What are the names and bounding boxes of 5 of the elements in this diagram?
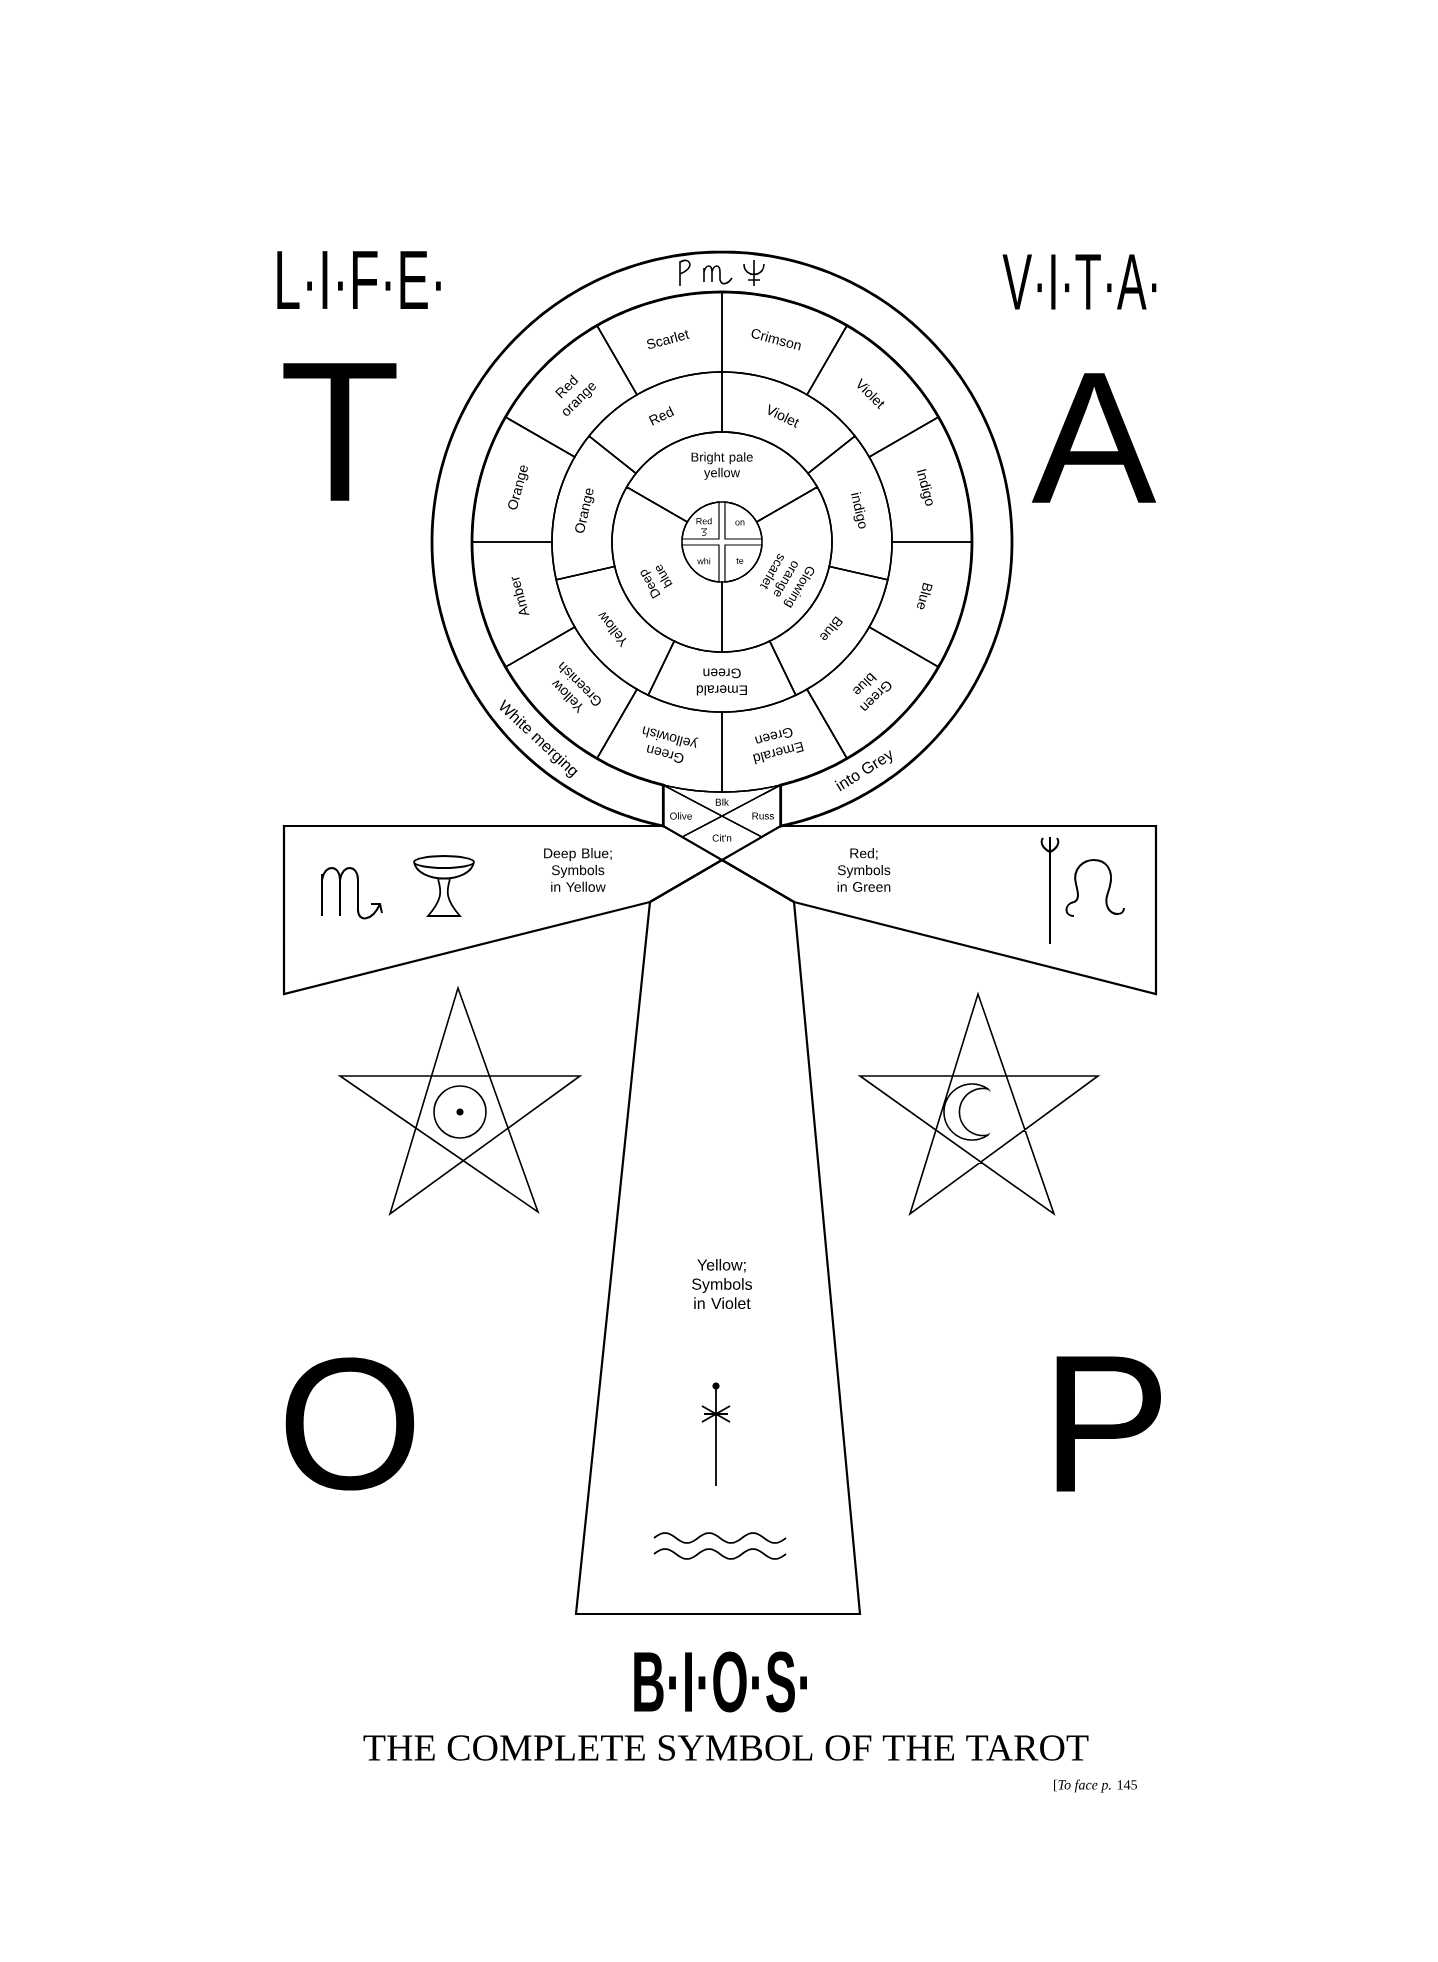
large-letter: O <box>285 1357 415 1491</box>
large-letter: T <box>283 363 397 501</box>
caption: THE COMPLETE SYMBOL OF THE TAROT <box>363 1735 1089 1761</box>
large-letter: A <box>1031 373 1157 503</box>
large-letter: P <box>1056 1356 1161 1492</box>
